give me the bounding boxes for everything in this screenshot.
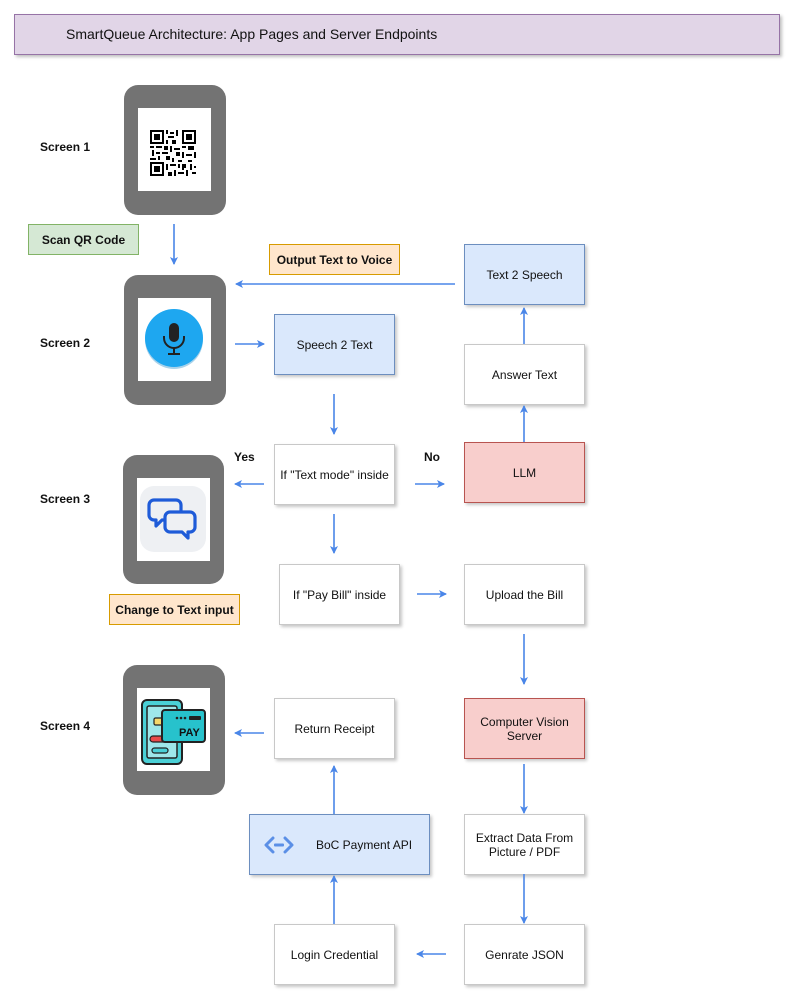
if-pay-bill-box: If "Pay Bill" inside — [279, 564, 400, 625]
diagram-title-bar: SmartQueue Architecture: App Pages and S… — [14, 14, 780, 55]
if-text-mode-box: If "Text mode" inside — [274, 444, 395, 505]
chat-bubbles-icon — [140, 486, 206, 552]
speech-2-text-box: Speech 2 Text — [274, 314, 395, 375]
yes-label: Yes — [234, 450, 255, 464]
answer-text-box: Answer Text — [464, 344, 585, 405]
output-voice-tag: Output Text to Voice — [269, 244, 400, 275]
api-brackets-icon — [264, 836, 294, 854]
screen-1-phone — [124, 85, 226, 215]
screen-2-label: Screen 2 — [40, 336, 91, 350]
return-receipt-box: Return Receipt — [274, 698, 395, 759]
generate-json-box: Genrate JSON — [464, 924, 585, 985]
llm-box: LLM — [464, 442, 585, 503]
diagram-title: SmartQueue Architecture: App Pages and S… — [66, 26, 438, 42]
no-label: No — [424, 450, 440, 464]
screen-1-label: Screen 1 — [40, 140, 91, 154]
boc-payment-api-box: BoC Payment API — [249, 814, 430, 875]
upload-bill-box: Upload the Bill — [464, 564, 585, 625]
boc-payment-api-label: BoC Payment API — [316, 837, 413, 852]
screen-3-phone — [123, 455, 224, 584]
computer-vision-server-box: Computer Vision Server — [464, 698, 585, 759]
screen-2-phone — [124, 275, 226, 405]
qr-code-icon — [150, 130, 196, 176]
card-payment-icon — [141, 699, 206, 765]
pay-label: PAY — [179, 727, 200, 739]
change-text-tag: Change to Text input — [109, 594, 240, 625]
screen-4-label: Screen 4 — [40, 719, 91, 733]
login-credential-box: Login Credential — [274, 924, 395, 985]
microphone-icon — [145, 309, 203, 369]
text-2-speech-box: Text 2 Speech — [464, 244, 585, 305]
screen-4-phone: PAY — [123, 665, 225, 795]
screen-3-label: Screen 3 — [40, 492, 91, 506]
scan-qr-tag: Scan QR Code — [28, 224, 139, 255]
